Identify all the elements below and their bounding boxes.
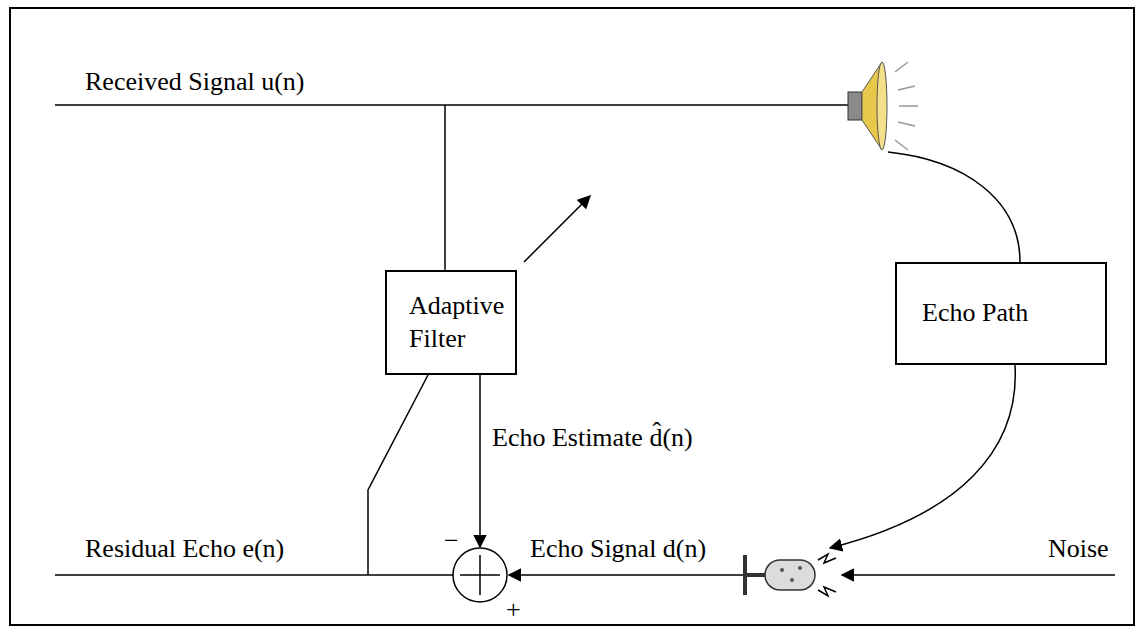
sound-spark: [818, 587, 836, 596]
sound-wave: [895, 62, 908, 72]
acoustic-path: [888, 152, 1020, 262]
signal-name: Echo Estimate d̂(n): [492, 424, 693, 453]
box-label: Echo Path: [922, 297, 1095, 330]
sound-waves: [895, 62, 918, 150]
sound-wave: [898, 122, 915, 126]
sign-symbol: −: [444, 527, 459, 556]
summing-junction: [453, 548, 507, 602]
residual-wire: [55, 574, 453, 576]
summing-cross: [479, 555, 481, 595]
microphone-body: [765, 560, 815, 590]
sound-spark: [818, 554, 836, 563]
process-box: Echo Path: [895, 262, 1107, 365]
sound-wave: [899, 105, 918, 107]
sound-wave: [895, 140, 908, 150]
microphone-hole: [790, 578, 794, 582]
microphone-stand: [745, 555, 765, 595]
speaker-rim: [877, 62, 887, 150]
microphone-hole: [780, 568, 784, 572]
noise-arrow: [842, 574, 1115, 576]
echo-signal-arrow: [509, 574, 745, 576]
acoustic-path: [830, 365, 1015, 548]
speaker-magnet: [848, 92, 862, 120]
frame: [10, 8, 1134, 625]
signal-name: Noise: [1048, 535, 1109, 564]
adaptation-arrow: [524, 196, 590, 262]
sign-symbol: +: [506, 596, 521, 625]
estimate-arrow: [479, 375, 481, 547]
sound-wave: [898, 86, 915, 90]
signal-wire: [55, 104, 848, 106]
process-box: Adaptive Filter: [385, 270, 517, 375]
microphone-hole: [798, 566, 802, 570]
signal-wire: [444, 105, 446, 270]
signal-name: Received Signal u(n): [85, 68, 305, 97]
signal-name: Echo Signal d(n): [530, 535, 706, 564]
error-feedback-wire: [368, 375, 428, 575]
signal-name: Residual Echo e(n): [85, 535, 284, 564]
box-label: Adaptive Filter: [409, 290, 507, 355]
